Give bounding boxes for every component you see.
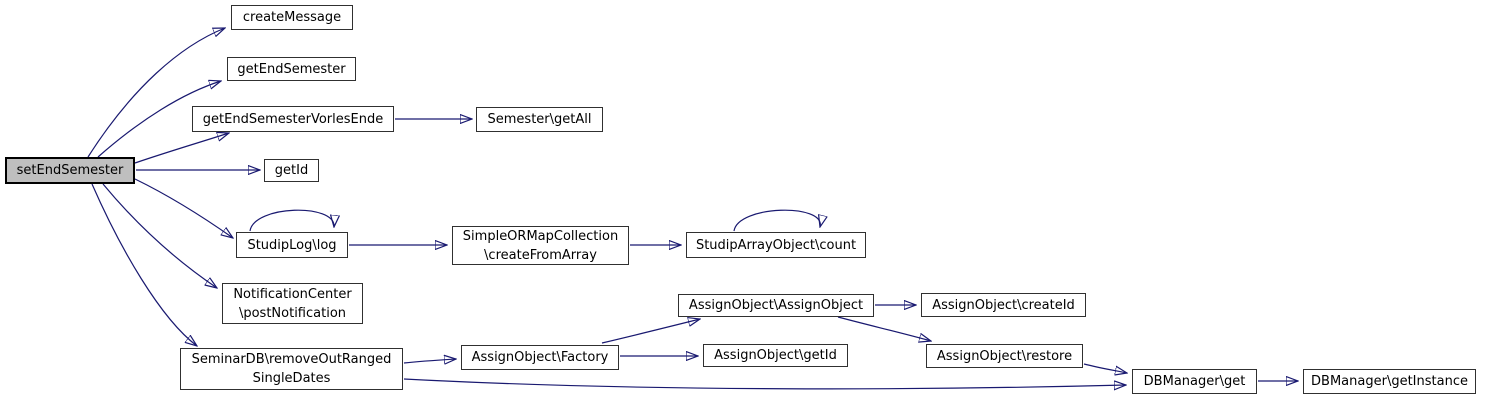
node-get-id[interactable]: getId [264, 159, 319, 182]
node-notification-center-post-notification[interactable]: NotificationCenter \postNotification [222, 283, 363, 324]
node-set-end-semester: setEndSemester [5, 157, 135, 184]
edge-set-end-semester-get-end-semester-vorles-ende [134, 133, 229, 164]
edge-assign-object-restore-db-manager-get [1083, 363, 1127, 373]
edge-studip-log-log-self [249, 209, 334, 232]
edge-set-end-semester-create-message [87, 28, 225, 158]
node-studip-array-object-count[interactable]: StudipArrayObject\count [686, 232, 866, 258]
node-assign-object-restore[interactable]: AssignObject\restore [926, 344, 1083, 368]
node-semester-get-all[interactable]: Semester\getAll [476, 107, 603, 132]
node-create-message[interactable]: createMessage [231, 5, 353, 30]
edge-assign-object-assign-object-assign-object-restore [837, 316, 931, 341]
node-assign-object-get-id[interactable]: AssignObject\getId [703, 344, 848, 367]
edge-set-end-semester-get-end-semester [97, 81, 221, 158]
node-assign-object-assign-object[interactable]: AssignObject\AssignObject [678, 294, 874, 317]
edge-seminar-db-remove-out-ranged-single-dates-assign-object-factory [403, 359, 456, 363]
edge-set-end-semester-seminar-db-remove-out-ranged-single-dates [91, 183, 197, 346]
edge-assign-object-factory-assign-object-assign-object [601, 319, 700, 344]
node-assign-object-factory[interactable]: AssignObject\Factory [461, 345, 619, 370]
node-simple-or-map-collection-create-from-array[interactable]: SimpleORMapCollection \createFromArray [452, 226, 629, 265]
edge-set-end-semester-notification-center-post-notification [102, 183, 217, 288]
node-get-end-semester-vorles-ende[interactable]: getEndSemesterVorlesEnde [192, 106, 394, 132]
node-assign-object-create-id[interactable]: AssignObject\createId [921, 293, 1086, 317]
edge-seminar-db-remove-out-ranged-single-dates-db-manager-get [403, 378, 1126, 389]
edge-studip-array-object-count-self [733, 209, 820, 232]
edge-set-end-semester-studip-log-log [134, 178, 233, 238]
node-db-manager-get-instance[interactable]: DBManager\getInstance [1303, 369, 1476, 394]
node-db-manager-get[interactable]: DBManager\get [1132, 369, 1257, 394]
node-seminar-db-remove-out-ranged-single-dates[interactable]: SeminarDB\removeOutRanged SingleDates [180, 348, 403, 390]
node-get-end-semester[interactable]: getEndSemester [227, 57, 356, 81]
node-studip-log-log[interactable]: StudipLog\log [236, 232, 348, 258]
